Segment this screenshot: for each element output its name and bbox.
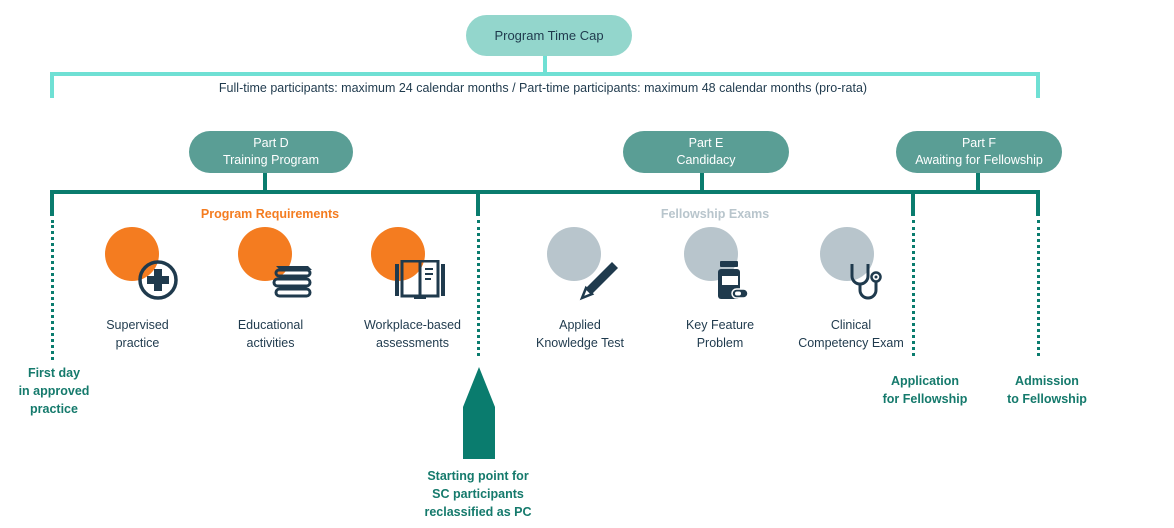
supervised-practice-dot — [105, 227, 159, 281]
label-line1: First day — [27, 366, 81, 380]
part-f-subtitle: Awaiting for Fellowship — [915, 153, 1043, 167]
milestone-line-application — [912, 220, 915, 356]
cap-bracket-left — [50, 72, 54, 98]
label-line1: Educational — [237, 318, 304, 332]
label-line2: for Fellowship — [882, 392, 968, 406]
label-line2: activities — [246, 336, 295, 350]
milestone-line-admission — [1037, 220, 1040, 356]
applied-knowledge-test-dot — [547, 227, 601, 281]
milestone-line-starting-point — [477, 220, 480, 356]
label-line1: Key Feature — [685, 318, 755, 332]
medicine-bottle-icon — [718, 261, 749, 299]
label-line2: Knowledge Test — [535, 336, 625, 350]
starting-point-label: Starting point for SC participants recla… — [412, 467, 544, 521]
workplace-assessments-label: Workplace-based assessments — [350, 316, 475, 352]
cap-bracket-right — [1036, 72, 1040, 98]
part-e-connector — [700, 173, 704, 193]
timeline-tick-start — [50, 190, 54, 216]
label-line1: Admission — [1015, 374, 1079, 388]
key-feature-problem-label: Key Feature Problem — [660, 316, 780, 352]
label-line1: Applied — [559, 318, 601, 332]
clinical-competency-exam-dot — [820, 227, 874, 281]
first-day-label: First day in approved practice — [0, 364, 108, 418]
label-line1: Application — [890, 374, 960, 388]
applied-knowledge-test-label: Applied Knowledge Test — [520, 316, 640, 352]
part-d-connector — [263, 173, 267, 193]
part-d-title: Part D — [253, 136, 289, 150]
label-line2: in approved — [18, 384, 90, 398]
part-f-connector — [976, 173, 980, 193]
cap-bracket-top — [50, 72, 1040, 76]
supervised-practice-label: Supervised practice — [80, 316, 195, 352]
part-e-subtitle: Candidacy — [676, 153, 736, 167]
label-line2: to Fellowship — [1007, 392, 1087, 406]
starting-point-arrow — [463, 367, 495, 459]
medical-cross-icon — [138, 260, 178, 300]
cap-connector — [543, 56, 547, 73]
label-line1: Starting point for — [427, 469, 529, 483]
educational-activities-dot — [238, 227, 292, 281]
part-d-subtitle: Training Program — [222, 153, 320, 167]
milestone-line-first-day — [51, 220, 54, 360]
program-time-cap-label: Program Time Cap — [494, 28, 604, 43]
books-icon — [272, 266, 312, 298]
part-d-pill: Part D Training Program — [189, 131, 353, 173]
timeline-tick-end — [1036, 190, 1040, 216]
part-e-pill: Part E Candidacy — [623, 131, 789, 173]
open-book-icon — [395, 260, 445, 299]
part-f-title: Part F — [961, 136, 997, 150]
label-line1: Clinical — [830, 318, 872, 332]
label-line2: Problem — [696, 336, 744, 350]
clinical-competency-exam-label: Clinical Competency Exam — [787, 316, 915, 352]
label-line1: Workplace-based — [363, 318, 462, 332]
label-line1: Supervised — [106, 318, 169, 332]
stethoscope-icon — [850, 264, 882, 300]
timeline-tick-e-f — [911, 190, 915, 216]
admission-label: Admission to Fellowship — [988, 372, 1106, 408]
label-line2: Competency Exam — [798, 336, 904, 350]
educational-activities-label: Educational activities — [213, 316, 328, 352]
program-requirements-title: Program Requirements — [200, 207, 340, 221]
label-line2: practice — [115, 336, 160, 350]
time-cap-description: Full-time participants: maximum 24 calen… — [218, 81, 868, 95]
pencil-icon — [579, 262, 618, 301]
label-line2: SC participants — [432, 487, 524, 501]
timeline-tick-d-e — [476, 190, 480, 216]
application-label: Application for Fellowship — [866, 372, 984, 408]
part-f-pill: Part F Awaiting for Fellowship — [896, 131, 1062, 173]
fellowship-exams-title: Fellowship Exams — [660, 207, 770, 221]
timeline-bar — [50, 190, 1040, 194]
label-line3: reclassified as PC — [424, 505, 532, 519]
program-time-cap: Program Time Cap — [466, 15, 632, 56]
label-line2: assessments — [376, 336, 449, 350]
label-line3: practice — [30, 402, 78, 416]
part-e-title: Part E — [688, 136, 724, 150]
